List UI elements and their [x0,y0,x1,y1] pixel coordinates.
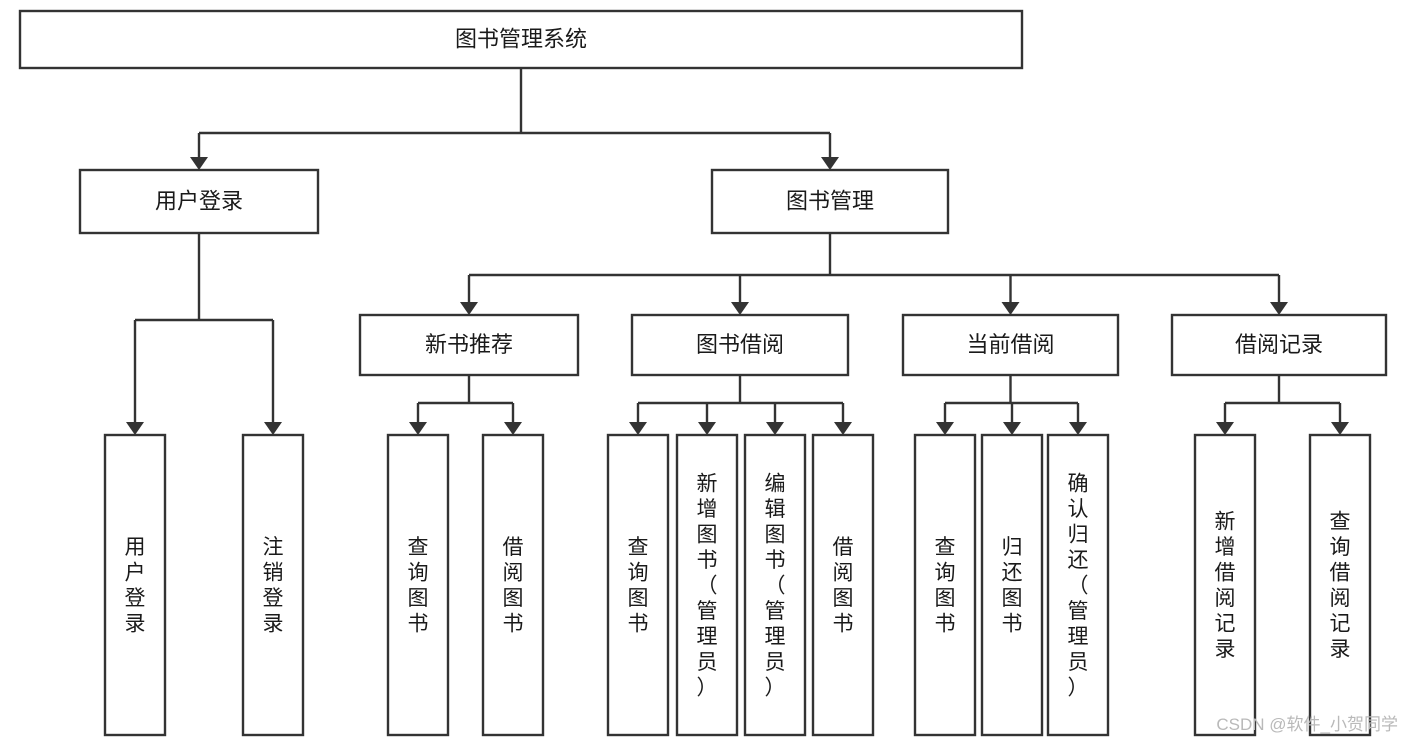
node-leaf-edit-book[interactable]: 编辑图书（管理员） [743,433,807,737]
node-leaf-query-book-bor[interactable]: 查询图书 [606,433,670,737]
node-box-leaf-borrow-book-rec[interactable] [481,433,545,737]
node-label-new-book-rec: 新书推荐 [425,332,513,357]
node-label-leaf-return-book: 归还图书 [1002,536,1023,636]
node-label-leaf-query-record: 查询借阅记录 [1330,511,1351,662]
node-label-leaf-query-book-cur: 查询图书 [935,536,956,636]
edges-from-borrow-record [1216,375,1349,435]
node-root[interactable]: 图书管理系统 [18,9,1024,70]
node-box-leaf-query-book-bor[interactable] [606,433,670,737]
node-box-user-login[interactable] [78,168,320,235]
node-label-user-login: 用户登录 [155,188,243,213]
node-box-new-book-rec[interactable] [358,313,580,377]
node-label-root: 图书管理系统 [455,26,587,51]
csdn-watermark: CSDN @软件_小贺同学 [1216,715,1398,734]
node-label-book-manage: 图书管理 [786,188,874,213]
node-current-borrow[interactable]: 当前借阅 [901,313,1120,377]
node-box-leaf-edit-book[interactable] [743,433,807,737]
node-box-book-borrow[interactable] [630,313,850,377]
node-label-leaf-logout: 注销登录 [263,536,284,636]
node-box-book-manage[interactable] [710,168,950,235]
node-leaf-confirm-return[interactable]: 确认归还（管理员） [1046,433,1110,737]
node-label-book-borrow: 图书借阅 [696,332,784,357]
edges-from-new-book-rec [409,375,522,435]
node-book-manage[interactable]: 图书管理 [710,168,950,235]
node-box-leaf-add-book[interactable] [675,433,739,737]
node-label-leaf-add-record: 新增借阅记录 [1215,511,1236,662]
node-leaf-borrow-book[interactable]: 借阅图书 [811,433,875,737]
node-label-leaf-borrow-book: 借阅图书 [833,536,854,636]
node-book-borrow[interactable]: 图书借阅 [630,313,850,377]
node-borrow-record[interactable]: 借阅记录 [1170,313,1388,377]
node-label-leaf-confirm-return: 确认归还（管理员） [1068,472,1089,699]
node-leaf-user-login[interactable]: 用户登录 [103,433,167,737]
node-label-borrow-record: 借阅记录 [1235,332,1323,357]
node-box-leaf-query-book-cur[interactable] [913,433,977,737]
node-label-leaf-borrow-book-rec: 借阅图书 [503,536,524,636]
node-box-leaf-query-book-rec[interactable] [386,433,450,737]
node-box-leaf-user-login[interactable] [103,433,167,737]
edges-from-book-borrow [629,375,852,435]
node-leaf-add-book[interactable]: 新增图书（管理员） [675,433,739,737]
node-label-leaf-add-book: 新增图书（管理员） [697,472,718,699]
node-box-leaf-logout[interactable] [241,433,305,737]
node-label-leaf-user-login: 用户登录 [125,536,146,636]
node-layer: 图书管理系统用户登录图书管理新书推荐图书借阅当前借阅借阅记录用户登录注销登录查询… [18,9,1388,737]
edges-from-root [190,68,839,170]
node-label-leaf-edit-book: 编辑图书（管理员） [765,472,786,699]
node-box-leaf-return-book[interactable] [980,433,1044,737]
node-box-leaf-query-record[interactable] [1308,433,1372,737]
edges-from-current-borrow [936,375,1087,435]
node-leaf-borrow-book-rec[interactable]: 借阅图书 [481,433,545,737]
node-box-leaf-add-record[interactable] [1193,433,1257,737]
node-box-leaf-confirm-return[interactable] [1046,433,1110,737]
connector-layer [126,68,1349,435]
edges-from-book-manage [460,233,1288,315]
edges-from-user-login [126,233,282,435]
node-box-borrow-record[interactable] [1170,313,1388,377]
node-box-current-borrow[interactable] [901,313,1120,377]
node-user-login[interactable]: 用户登录 [78,168,320,235]
node-leaf-add-record[interactable]: 新增借阅记录 [1193,433,1257,737]
node-leaf-return-book[interactable]: 归还图书 [980,433,1044,737]
node-box-leaf-borrow-book[interactable] [811,433,875,737]
node-box-root[interactable] [18,9,1024,70]
node-label-leaf-query-book-rec: 查询图书 [408,536,429,636]
node-label-leaf-query-book-bor: 查询图书 [628,536,649,636]
node-label-current-borrow: 当前借阅 [966,332,1054,357]
node-leaf-logout[interactable]: 注销登录 [241,433,305,737]
node-leaf-query-book-rec[interactable]: 查询图书 [386,433,450,737]
node-leaf-query-book-cur[interactable]: 查询图书 [913,433,977,737]
node-leaf-query-record[interactable]: 查询借阅记录 [1308,433,1372,737]
node-new-book-rec[interactable]: 新书推荐 [358,313,580,377]
